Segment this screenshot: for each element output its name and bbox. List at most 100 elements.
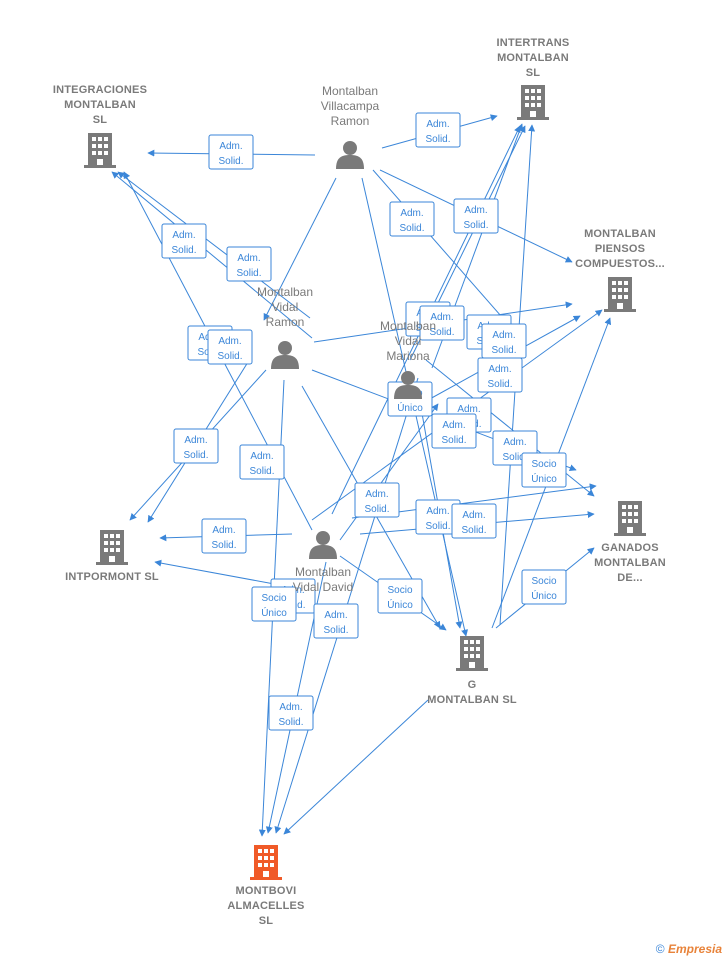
node-label: Montalban bbox=[295, 565, 351, 579]
edge-label-text: Adm. bbox=[488, 364, 511, 375]
edge-label-adm-solid[interactable]: Adm.Solid. bbox=[208, 134, 254, 170]
edge-label-text: Único bbox=[531, 472, 557, 485]
edge-label-adm-solid[interactable]: Adm.Solid. bbox=[451, 503, 497, 539]
edge-label-adm-solid[interactable]: Adm.Solid. bbox=[481, 323, 527, 359]
edge-label-text: Solid. bbox=[425, 521, 450, 532]
node-label: SL bbox=[93, 114, 108, 126]
edge-label-box bbox=[451, 503, 497, 539]
building-icon bbox=[96, 530, 128, 565]
edge-label-box bbox=[389, 201, 435, 237]
node-ganados[interactable]: GANADOSMONTALBANDE... bbox=[594, 501, 666, 584]
edge-label-adm-solid[interactable]: Adm.Solid. bbox=[207, 329, 253, 365]
edge-label-text: Adm. bbox=[503, 437, 526, 448]
edge-label-text: Solid. bbox=[278, 717, 303, 728]
edge-label-adm-solid[interactable]: Adm. Solid. bbox=[477, 357, 523, 393]
edge-label-text: Solid. bbox=[183, 450, 208, 461]
edge-label-adm-solid[interactable]: Adm.Solid. bbox=[354, 482, 400, 518]
edge-label-adm-solid[interactable]: Adm.Solid. bbox=[226, 246, 272, 282]
edge-label-box bbox=[354, 482, 400, 518]
node-label: MONTALBAN SL bbox=[427, 694, 517, 706]
edge-label-adm-solid[interactable]: Adm.Solid. bbox=[415, 499, 461, 535]
person-icon bbox=[271, 341, 299, 369]
edge-label-text: Único bbox=[531, 589, 557, 602]
edge-label-text: Único bbox=[261, 606, 287, 619]
edge-label-box bbox=[419, 305, 465, 341]
edge-label-text: Socio bbox=[387, 585, 412, 596]
edge-label-text: Adm. bbox=[430, 312, 453, 323]
edge-label-box bbox=[377, 578, 423, 614]
edge-label-adm-solid[interactable]: Adm.Solid. bbox=[161, 223, 207, 259]
edge-label-adm-solid[interactable]: Adm.Solid. bbox=[201, 518, 247, 554]
edge-label-text: Solid. bbox=[218, 156, 243, 167]
brand-footer: © Empresia bbox=[656, 942, 722, 956]
edge-label-text: Solid. bbox=[249, 466, 274, 477]
relation-edge bbox=[283, 699, 429, 835]
relation-edge bbox=[372, 169, 523, 341]
edge-label-adm-solid[interactable]: Adm. Solid. bbox=[419, 305, 465, 341]
edge-label-text: Solid. bbox=[429, 327, 454, 338]
edge-label-text: Solid. bbox=[211, 540, 236, 551]
edge-label-box bbox=[207, 329, 253, 365]
edge-label-text: Adm. bbox=[462, 510, 485, 521]
node-intpormont[interactable]: INTPORMONT SL bbox=[65, 530, 159, 583]
edge-label-adm-solid[interactable]: Adm.Solid. bbox=[453, 198, 499, 234]
brand-name[interactable]: Empresia bbox=[667, 942, 722, 956]
edge-label-adm-solid[interactable]: Adm. Solid. bbox=[415, 112, 461, 148]
edge-label-text: Adm. bbox=[218, 336, 241, 347]
edge-label-adm-solid[interactable]: Adm.Solid. bbox=[389, 201, 435, 237]
edge-label-text: Adm. bbox=[442, 420, 465, 431]
edge-label-adm-solid[interactable]: Adm.Solid. bbox=[173, 428, 219, 464]
edge-label-box bbox=[161, 223, 207, 259]
building-icon bbox=[517, 85, 549, 120]
building-icon bbox=[614, 501, 646, 536]
edge-label-box bbox=[313, 603, 359, 639]
edge-label-box bbox=[521, 452, 567, 488]
edge-label-adm-solid[interactable]: Adm.Solid. bbox=[313, 603, 359, 639]
edge-label-text: Solid. bbox=[441, 435, 466, 446]
edge-label-box bbox=[226, 246, 272, 282]
edge-label-text: Solid. bbox=[364, 504, 389, 515]
edge-label-text: Único bbox=[397, 401, 423, 414]
edge-label-box bbox=[239, 444, 285, 480]
edge-label-text: Socio bbox=[261, 593, 286, 604]
node-g-montalban[interactable]: G MONTALBAN SL bbox=[427, 636, 517, 706]
edge-labels-layer: Adm. Solid. Adm. Solid. Adm. Solid. Adm. Solid.… bbox=[161, 112, 567, 731]
node-piensos[interactable]: MONTALBANPIENSOSCOMPUESTOS... bbox=[575, 228, 665, 312]
node-label: Montalban bbox=[257, 285, 313, 299]
node-label: MONTALBAN bbox=[594, 557, 666, 569]
edge-label-text: Único bbox=[387, 598, 413, 611]
node-label: GANADOS bbox=[601, 542, 659, 554]
edge-label-adm-solid[interactable]: Adm. Solid. bbox=[431, 413, 477, 449]
edge-label-box bbox=[431, 413, 477, 449]
building-icon bbox=[84, 133, 116, 168]
node-label: Vidal David bbox=[293, 580, 353, 594]
edge-label-text: Solid. bbox=[425, 134, 450, 145]
node-label: COMPUESTOS... bbox=[575, 258, 665, 270]
edge-label-box bbox=[201, 518, 247, 554]
edge-label-text: Socio bbox=[531, 576, 556, 587]
node-label: G bbox=[468, 679, 477, 691]
edge-label-box bbox=[453, 198, 499, 234]
edge-label-adm-solid[interactable]: Adm.Solid. bbox=[268, 695, 314, 731]
edge-label-text: Adm. bbox=[426, 119, 449, 130]
person-icon bbox=[336, 141, 364, 169]
edge-label-adm-solid[interactable]: Adm.Solid. bbox=[239, 444, 285, 480]
node-label: Montalban bbox=[380, 319, 436, 333]
edge-label-text: Adm. bbox=[464, 205, 487, 216]
edge-label-text: Solid. bbox=[487, 379, 512, 390]
node-label: SL bbox=[259, 915, 274, 927]
nodes-layer: INTERTRANSMONTALBANSLINTEGRACIONESMONTAL… bbox=[53, 37, 666, 927]
node-label: MONTALBAN bbox=[64, 99, 136, 111]
